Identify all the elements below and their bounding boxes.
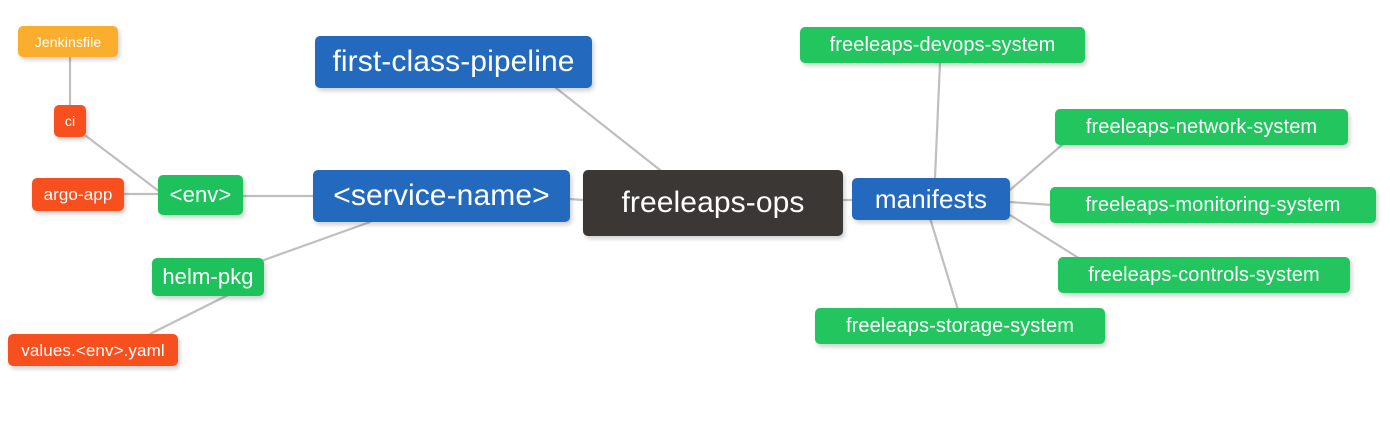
node-jenkinsfile[interactable]: Jenkinsfile bbox=[18, 26, 118, 57]
node-env[interactable]: <env> bbox=[158, 175, 243, 215]
edge-ci-env bbox=[84, 134, 162, 194]
edge-service-name-root bbox=[568, 197, 585, 202]
node-freeleaps-monitoring-system[interactable]: freeleaps-monitoring-system bbox=[1050, 187, 1376, 223]
edge-helmpkg-service-name bbox=[262, 220, 372, 262]
node-manifests-label: manifests bbox=[874, 184, 988, 214]
node-freeleaps-monitoring-system-label: freeleaps-monitoring-system bbox=[1085, 194, 1341, 216]
edge-valuesyaml-helmpkg bbox=[148, 293, 230, 336]
node-manifests[interactable]: manifests bbox=[852, 178, 1010, 220]
edge-manifests-controls-system bbox=[1008, 213, 1087, 264]
node-service-name-label: <service-name> bbox=[333, 179, 550, 212]
node-values-yaml[interactable]: values.<env>.yaml bbox=[8, 334, 178, 366]
edge-firstclasspipeline-root bbox=[554, 86, 662, 172]
node-first-class-pipeline[interactable]: first-class-pipeline bbox=[315, 36, 592, 88]
node-freeleaps-network-system-label: freeleaps-network-system bbox=[1085, 116, 1318, 138]
edge-manifests-devops-system bbox=[933, 60, 942, 180]
edge-manifests-storage-system bbox=[928, 216, 960, 312]
node-freeleaps-controls-system-label: freeleaps-controls-system bbox=[1088, 264, 1320, 286]
node-ci[interactable]: ci bbox=[54, 105, 86, 137]
node-freeleaps-devops-system[interactable]: freeleaps-devops-system bbox=[800, 27, 1085, 63]
node-freeleaps-storage-system[interactable]: freeleaps-storage-system bbox=[815, 308, 1105, 344]
edge-manifests-network-system bbox=[1008, 142, 1065, 192]
node-ci-label: ci bbox=[64, 113, 76, 129]
edge-manifests-monitoring-system bbox=[1008, 200, 1054, 207]
node-freeleaps-storage-system-label: freeleaps-storage-system bbox=[845, 315, 1075, 337]
node-freeleaps-devops-system-label: freeleaps-devops-system bbox=[829, 34, 1056, 56]
node-freeleaps-controls-system[interactable]: freeleaps-controls-system bbox=[1058, 257, 1350, 293]
node-root-label: freeleaps-ops bbox=[621, 186, 805, 219]
node-helm-pkg[interactable]: helm-pkg bbox=[152, 258, 264, 296]
node-env-label: <env> bbox=[169, 182, 232, 207]
node-argo-app[interactable]: argo-app bbox=[32, 178, 124, 211]
node-values-yaml-label: values.<env>.yaml bbox=[21, 340, 165, 360]
node-service-name[interactable]: <service-name> bbox=[313, 170, 570, 222]
node-argo-app-label: argo-app bbox=[43, 185, 113, 204]
node-root-freeleaps-ops[interactable]: freeleaps-ops bbox=[583, 170, 843, 236]
node-freeleaps-network-system[interactable]: freeleaps-network-system bbox=[1055, 109, 1348, 145]
node-jenkinsfile-label: Jenkinsfile bbox=[34, 33, 102, 50]
node-first-class-pipeline-label: first-class-pipeline bbox=[332, 45, 575, 78]
node-helm-pkg-label: helm-pkg bbox=[162, 264, 254, 289]
